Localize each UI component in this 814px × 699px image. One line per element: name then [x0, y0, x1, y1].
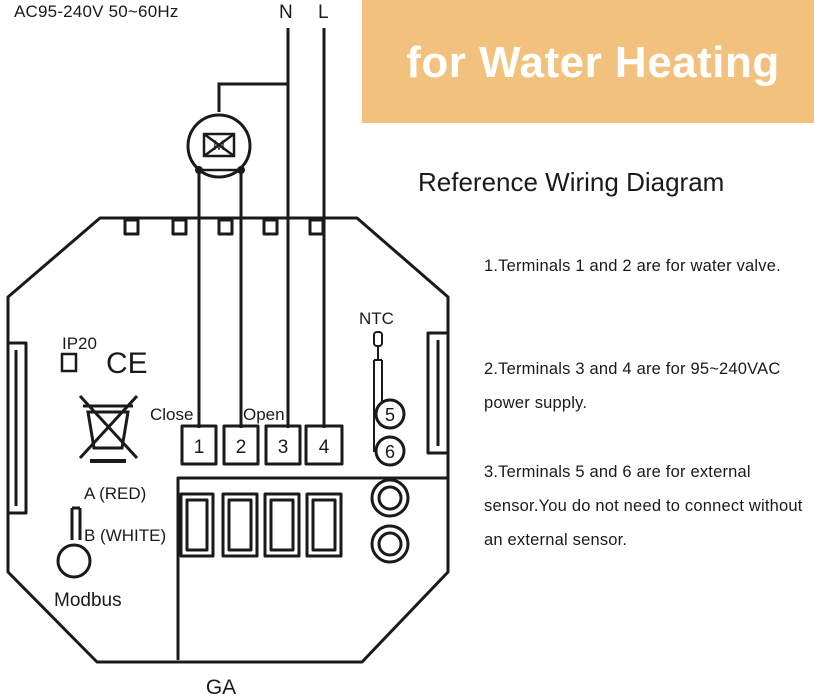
terminal-slot [269, 498, 295, 552]
terminal-slot [227, 498, 253, 552]
terminal-label-6: 6 [385, 442, 395, 462]
terminal-slot [305, 492, 343, 558]
modbus-a-label: A (RED) [84, 484, 146, 503]
close-label: Close [150, 405, 193, 424]
device-top-tab [217, 218, 234, 236]
modbus-b-label: B (WHITE) [84, 526, 166, 545]
terminal-circle-5 [374, 398, 406, 430]
terminal-block-housing [176, 476, 448, 660]
valve-motor-icon [186, 113, 252, 179]
ntc-label: NTC [359, 309, 394, 328]
valve-motor-symbol: M [213, 137, 225, 153]
terminal-slot [221, 492, 259, 558]
device-top-tab [171, 218, 188, 236]
terminal-label-5: 5 [385, 405, 395, 425]
terminal-slot [263, 492, 301, 558]
device-top-tab [123, 218, 140, 236]
note-terminals-3-4: 2.Terminals 3 and 4 are for 95~240VAC po… [484, 360, 781, 412]
ip-rating-label: IP20 [62, 334, 97, 353]
ce-mark-icon: CE [106, 347, 148, 380]
terminal-slot [179, 492, 215, 558]
terminal-label-2: 2 [236, 437, 247, 458]
modbus-label: Modbus [54, 590, 122, 611]
device-top-tab [262, 218, 279, 236]
terminal-slot [185, 498, 209, 552]
round-terminal [370, 524, 410, 564]
weee-bin-icon [78, 394, 139, 463]
terminal-label-1: 1 [194, 437, 205, 458]
terminal-label-3: 3 [278, 437, 289, 458]
banner-text: for Water Heating [406, 37, 780, 87]
terminal-box-3 [264, 424, 302, 466]
open-label: Open [243, 405, 285, 424]
terminal-label-4: 4 [319, 437, 330, 458]
right-mounting-clip [426, 331, 448, 455]
diagram-title: Reference Wiring Diagram [418, 167, 725, 197]
terminal-circle-6 [374, 435, 406, 467]
wire-valve-supply [217, 82, 288, 112]
power-supply-label: AC95-240V 50~60Hz [14, 2, 179, 21]
note-terminals-5-6: 3.Terminals 5 and 6 are for external sen… [484, 463, 803, 549]
device-top-tab [308, 218, 325, 236]
live-line-label: L [318, 2, 329, 23]
note-terminals-1-2: 1.Terminals 1 and 2 are for water valve. [484, 257, 781, 275]
model-label: GA [206, 676, 236, 699]
round-terminal [377, 531, 403, 557]
terminal-slot [311, 498, 337, 552]
modbus-connector-icon [56, 506, 92, 579]
wiring [197, 28, 326, 428]
ntc-sensor-icon [373, 331, 383, 452]
round-terminal [370, 478, 410, 518]
left-mounting-clip [8, 341, 28, 515]
ip-rating-box [60, 352, 78, 373]
neutral-line-label: N [279, 2, 293, 23]
device-outline [6, 216, 450, 664]
water-heating-banner: for Water Heating [362, 0, 814, 123]
round-terminal [377, 485, 403, 511]
